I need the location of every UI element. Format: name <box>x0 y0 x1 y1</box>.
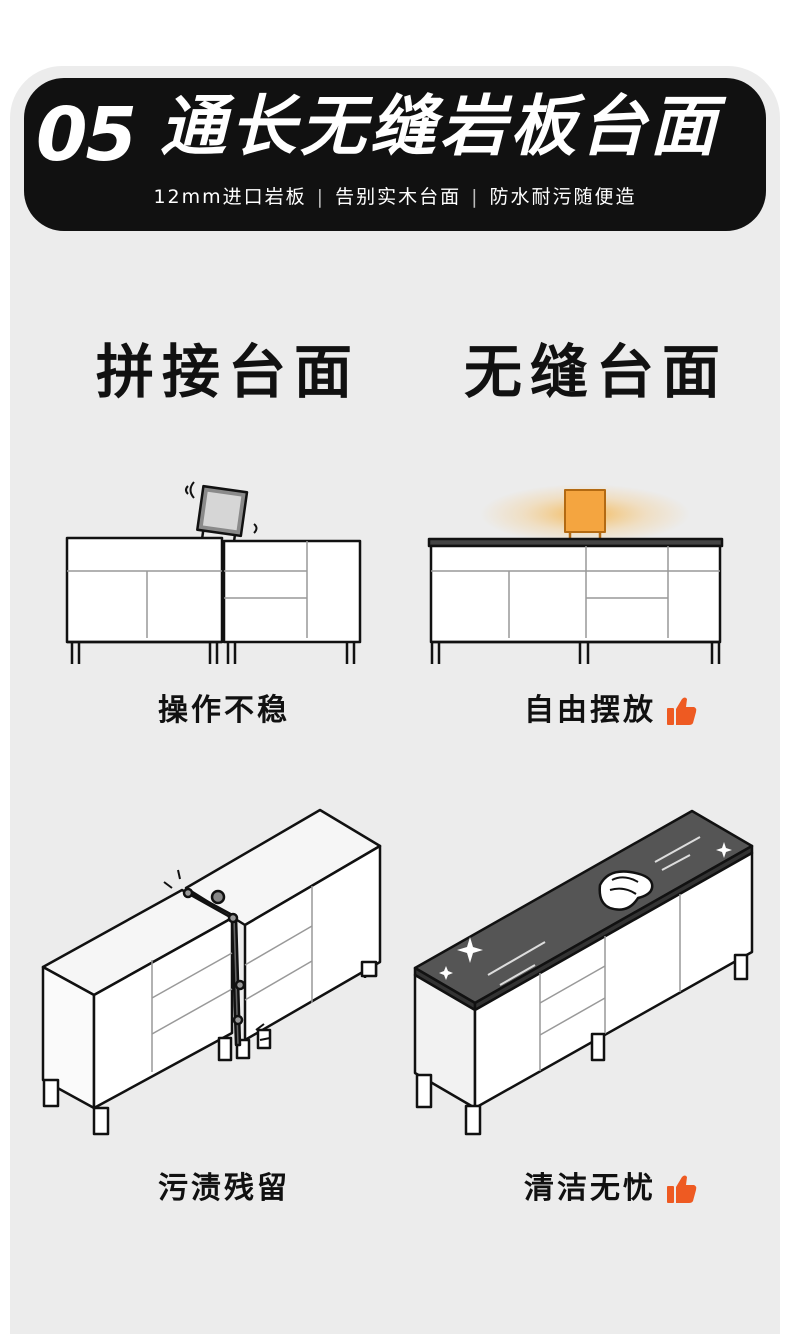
left-heading: 拼接台面 <box>96 338 361 406</box>
right-heading: 无缝台面 <box>464 338 729 406</box>
subtitle-item-3: 防水耐污随便造 <box>489 186 637 208</box>
section-number: 05 <box>36 92 137 178</box>
caption-unstable: 操作不稳 <box>158 696 290 726</box>
caption-easy-clean: 清洁无忧 <box>524 1174 698 1204</box>
section-title: 通长无缝岩板台面 <box>160 88 720 165</box>
thumbs-up-icon <box>667 697 697 725</box>
caption-stain-residue: 污渍残留 <box>158 1174 290 1204</box>
section-subtitle: 12mm进口岩板|告别实木台面|防水耐污随便造 <box>153 186 637 208</box>
spliced-isometric-cabinet-illustration <box>41 808 382 1136</box>
thumbs-up-icon <box>667 1175 697 1203</box>
seamless-cabinet-illustration <box>427 484 724 664</box>
subtitle-item-2: 告别实木台面 <box>335 186 462 208</box>
subtitle-item-1: 12mm进口岩板 <box>153 186 307 208</box>
caption-free-placement: 自由摆放 <box>524 696 698 726</box>
caption-easy-clean-text: 清洁无忧 <box>524 1171 656 1206</box>
caption-stain-residue-text: 污渍残留 <box>158 1171 290 1206</box>
spliced-cabinet-illustration <box>65 481 362 664</box>
content-card <box>10 66 780 1334</box>
caption-unstable-text: 操作不稳 <box>158 693 290 728</box>
seamless-isometric-cabinet-illustration <box>413 809 754 1136</box>
caption-free-placement-text: 自由摆放 <box>524 693 656 728</box>
header-banner <box>24 78 766 231</box>
